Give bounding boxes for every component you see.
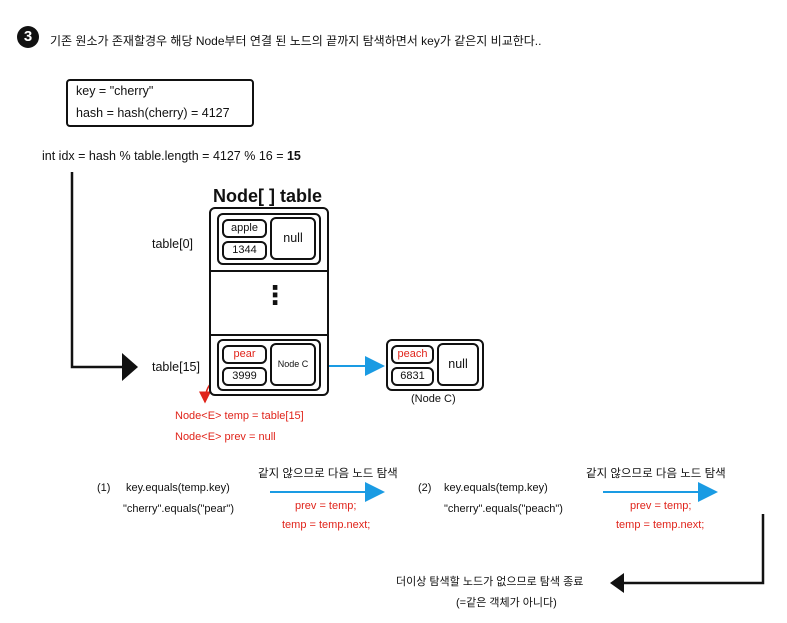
table-title: Node[ ] table [213,186,323,206]
table-divider [211,270,327,272]
step-description: 기존 원소가 존재할경우 해당 Node부터 연결 된 노드의 끝까지 탐색하면… [50,34,542,48]
index-formula: int idx = hash % table.length = 4127 % 1… [42,149,287,163]
key-hash-box [66,79,254,127]
row0-next-cell: null [270,217,316,260]
compare2-action-temp: temp = temp.next; [616,519,705,531]
nodec-key-cell: peach [391,345,434,364]
compare1-values: "cherry".equals("pear") [123,503,234,515]
ellipsis: ⋮ [262,280,288,310]
compare2-values: "cherry".equals("peach") [444,503,563,515]
row15-next-cell: Node C [270,343,316,386]
compare2-arrow-label: 같지 않으므로 다음 노드 탐색 [586,468,726,480]
row0-hash-cell: 1344 [222,241,267,260]
hash-line: hash = hash(cherry) = 4127 [76,106,230,120]
compare1-index: (1) [97,482,111,494]
table-label-0: table[0] [152,237,194,251]
table-label-15: table[15] [152,360,200,374]
nodec-hash-cell: 6831 [391,367,434,386]
row15-key-cell: pear [222,345,267,364]
index-calculation: int idx = hash % table.length = 4127 % 1… [42,149,301,163]
node-c-caption: (Node C) [411,393,456,405]
compare2-action-prev: prev = temp; [630,500,692,512]
nodec-next-cell: null [437,343,479,386]
prev-declaration: Node<E> prev = null [175,431,276,443]
temp-declaration: Node<E> temp = table[15] [175,410,304,422]
compare2-index: (2) [418,482,432,494]
compare1-action-prev: prev = temp; [295,500,357,512]
conclusion-text: 더이상 탐색할 노드가 없으므로 탐색 종료 [396,576,584,588]
end-arrow-head [610,573,624,593]
table-divider [211,334,327,336]
key-line: key = "cherry" [76,84,154,98]
compare1-expression: key.equals(temp.key) [126,482,230,494]
conclusion-note: (=같은 객체가 아니다) [456,597,557,609]
row0-key-cell: apple [222,219,267,238]
end-arrow [622,514,765,585]
compare1-action-temp: temp = temp.next; [282,519,371,531]
index-arrow [70,172,122,369]
compare2-expression: key.equals(temp.key) [444,482,548,494]
index-result: 15 [286,149,301,163]
compare1-arrow-label: 같지 않으므로 다음 노드 탐색 [258,468,398,480]
row15-hash-cell: 3999 [222,367,267,386]
index-arrow-head [122,353,138,381]
step-number-badge: 3 [17,26,39,48]
